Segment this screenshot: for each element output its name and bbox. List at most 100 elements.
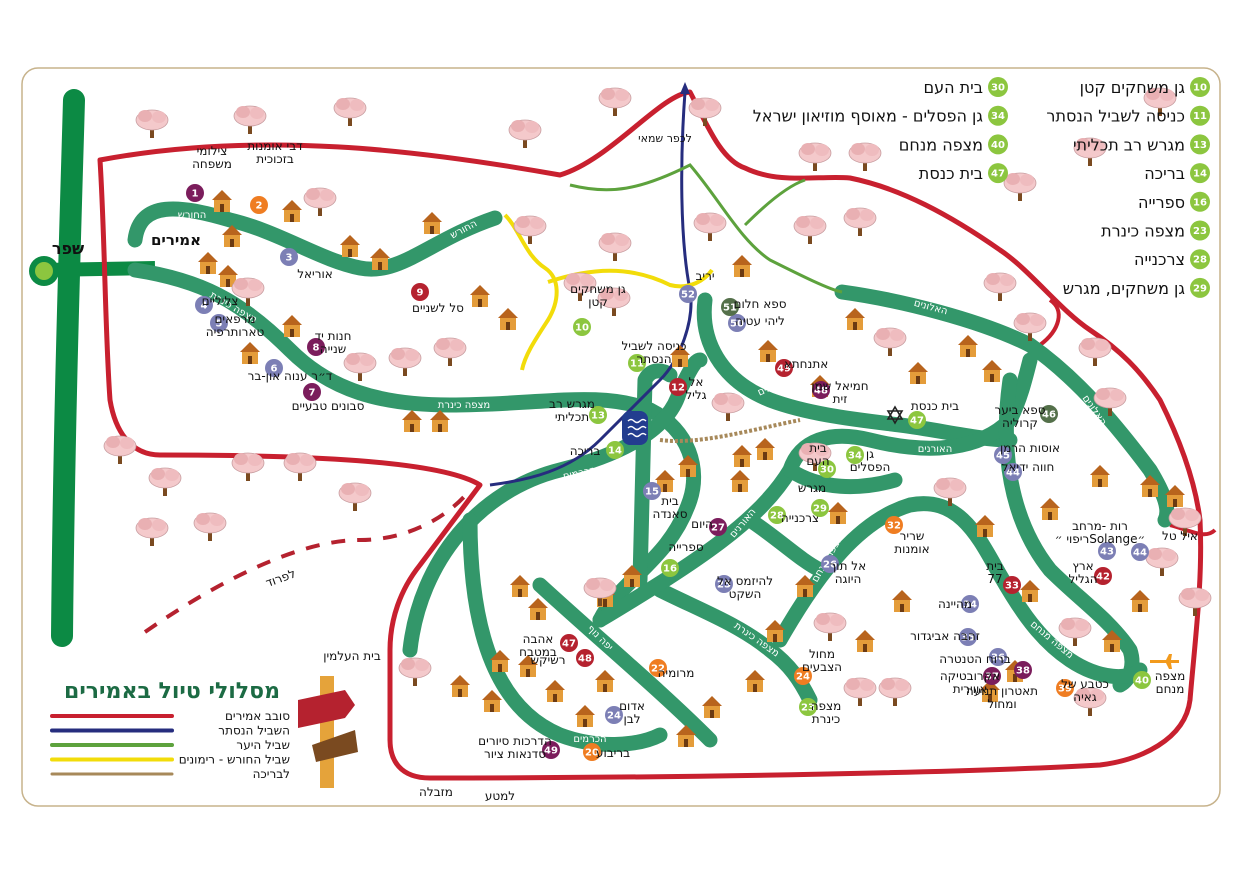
point-marker[interactable] [583, 743, 601, 761]
point-marker[interactable] [989, 648, 1007, 666]
point-marker[interactable] [775, 359, 793, 377]
point-marker[interactable] [661, 559, 679, 577]
point-marker[interactable] [1098, 542, 1116, 560]
point-marker[interactable] [709, 518, 727, 536]
point-marker[interactable] [794, 667, 812, 685]
point-marker[interactable] [605, 706, 623, 724]
point-marker[interactable] [846, 446, 864, 464]
point-marker[interactable] [669, 378, 687, 396]
point-9[interactable]: 9סל לשניים [411, 283, 464, 315]
point-marker[interactable] [768, 506, 786, 524]
point-marker[interactable] [195, 296, 213, 314]
point-marker[interactable] [1056, 679, 1074, 697]
point-marker[interactable] [885, 516, 903, 534]
point-marker[interactable] [811, 499, 829, 517]
point-6[interactable]: 6ד״ר ענוה און-בר [248, 359, 333, 383]
point-marker[interactable] [265, 359, 283, 377]
point-marker[interactable] [542, 741, 560, 759]
point-marker[interactable] [573, 318, 591, 336]
point-marker[interactable] [1133, 671, 1151, 689]
point-marker[interactable] [280, 248, 298, 266]
point-marker[interactable] [821, 555, 839, 573]
point-marker[interactable] [560, 634, 578, 652]
point-marker[interactable] [959, 628, 977, 646]
point-marker[interactable] [961, 595, 979, 613]
point-marker[interactable] [576, 649, 594, 667]
point-marker[interactable] [812, 381, 830, 399]
point-marker[interactable] [1040, 405, 1058, 423]
point-marker[interactable] [589, 406, 607, 424]
point-marker[interactable] [1131, 543, 1149, 561]
point-marker[interactable] [186, 184, 204, 202]
point-marker[interactable] [307, 338, 325, 356]
point-marker[interactable] [411, 283, 429, 301]
point-marker[interactable] [643, 482, 661, 500]
point-marker[interactable] [818, 460, 836, 478]
point-marker[interactable] [728, 314, 746, 332]
point-marker[interactable] [679, 285, 697, 303]
point-marker[interactable] [303, 383, 321, 401]
point-marker[interactable] [210, 314, 228, 332]
point-marker[interactable] [649, 659, 667, 677]
point-marker[interactable] [715, 575, 733, 593]
point-marker[interactable] [994, 446, 1012, 464]
point-marker[interactable] [606, 441, 624, 459]
point-marker[interactable] [983, 667, 1001, 685]
point-marker[interactable] [1004, 463, 1022, 481]
point-marker[interactable] [799, 698, 817, 716]
point-marker[interactable] [1003, 576, 1021, 594]
point-marker[interactable] [1014, 661, 1032, 679]
point-marker[interactable] [908, 411, 926, 429]
point-marker[interactable] [721, 298, 739, 316]
point-marker[interactable] [250, 196, 268, 214]
